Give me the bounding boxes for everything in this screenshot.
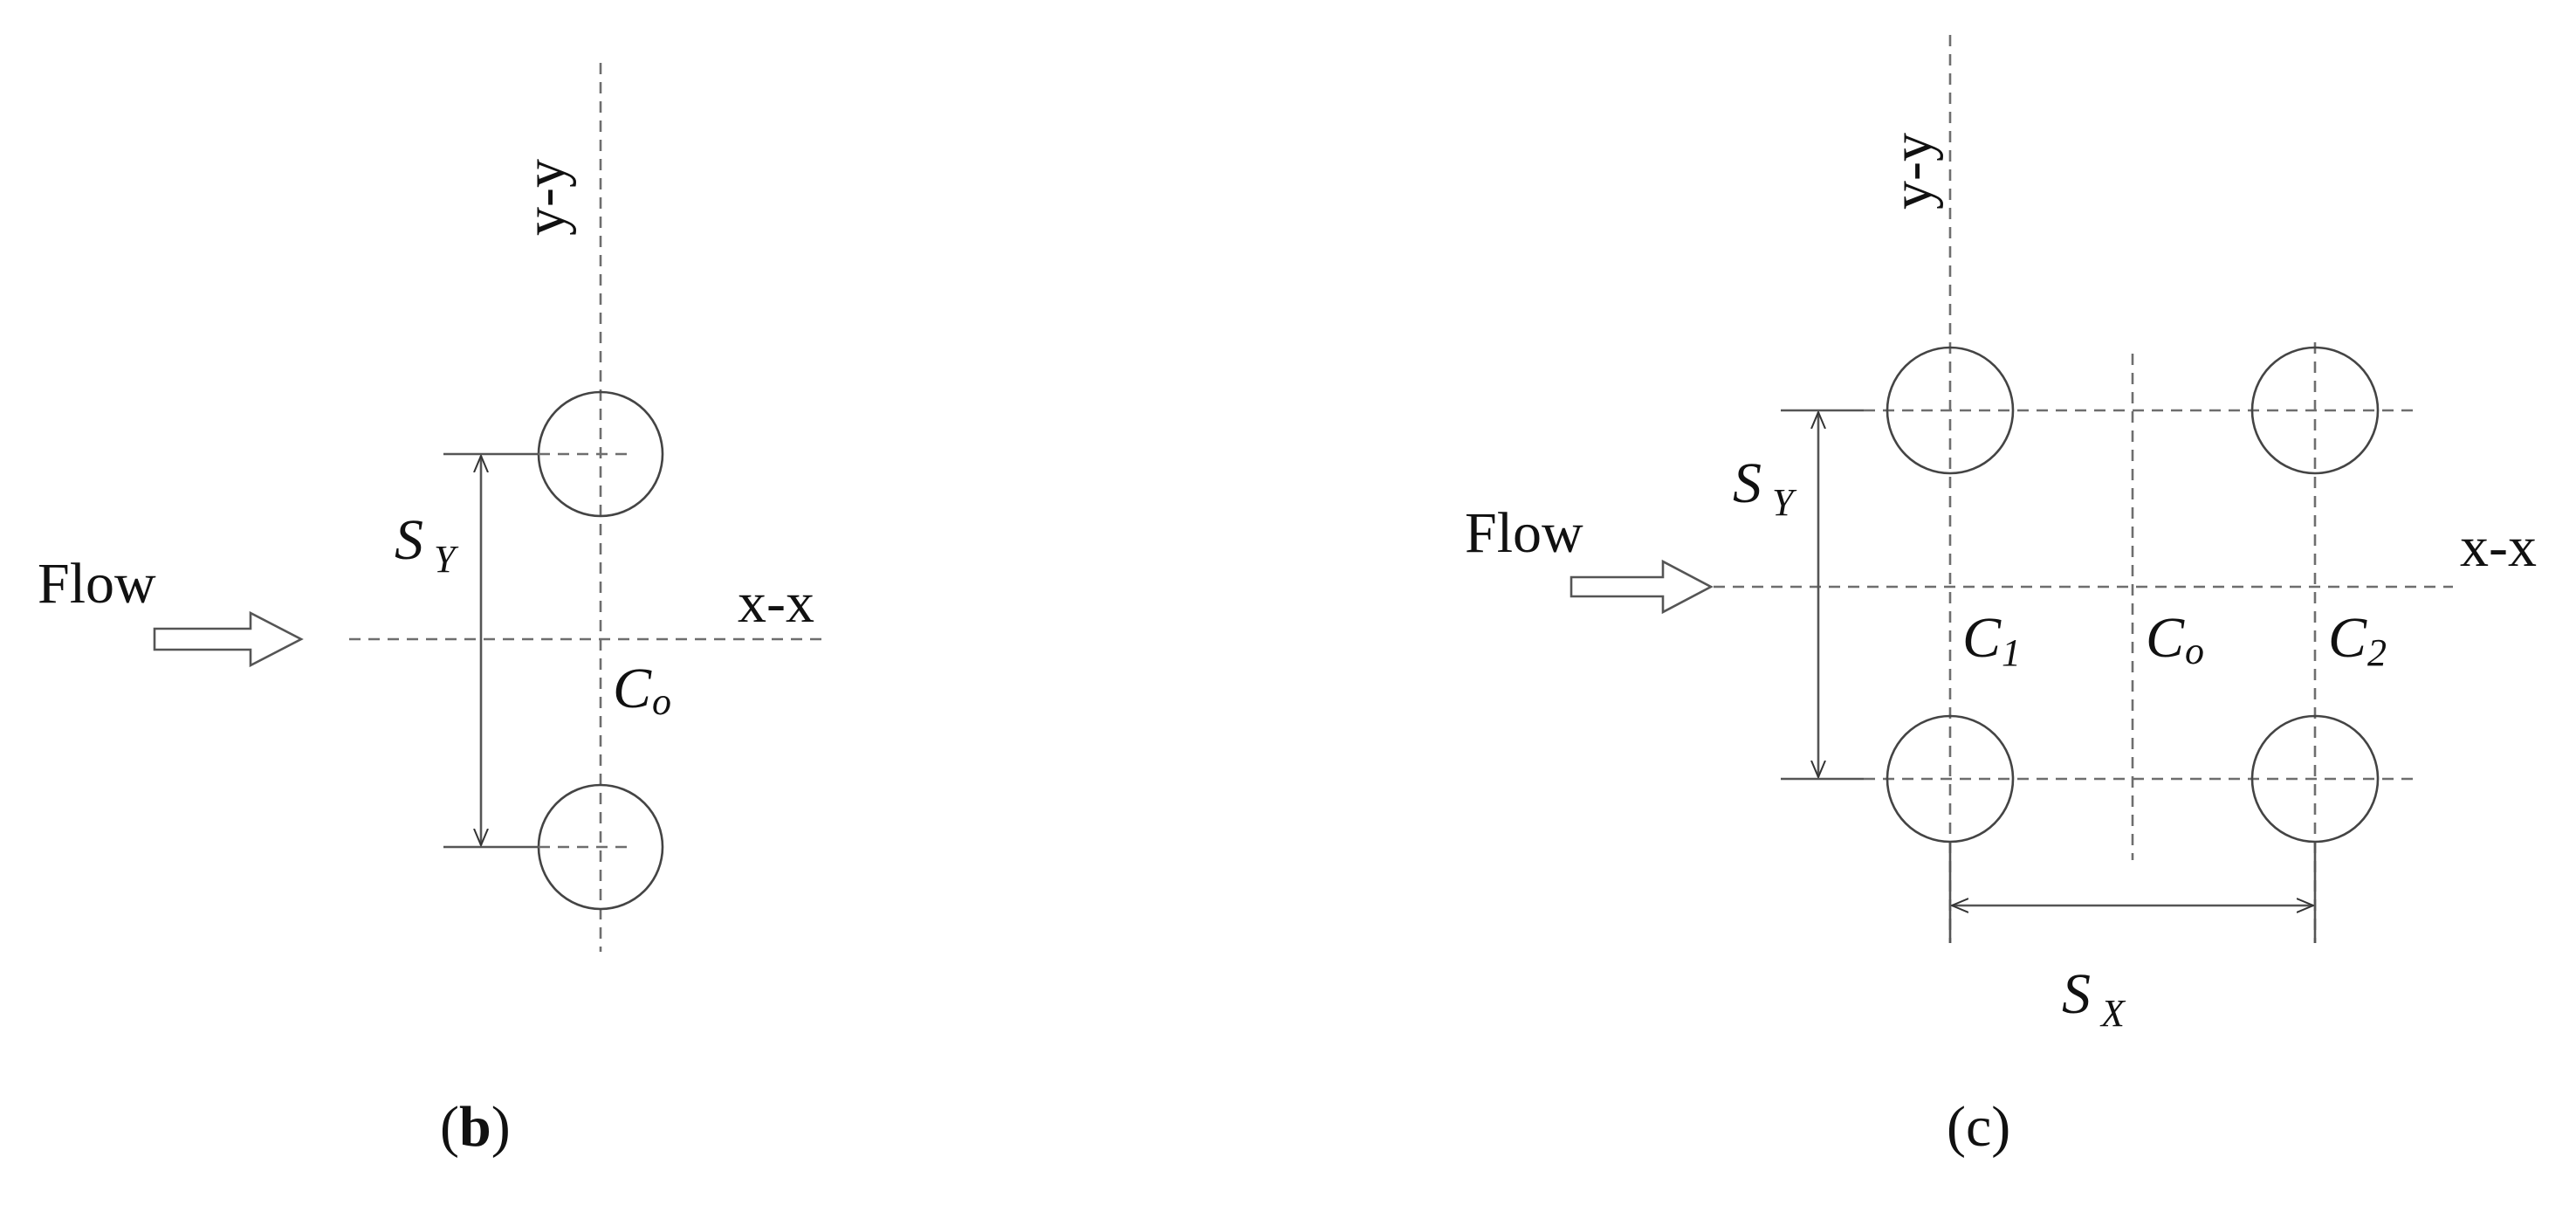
panel-b-y-axis-label: y-y	[513, 159, 577, 236]
panel-c-y-axis-label: y-y	[1880, 133, 1944, 210]
panel-c-c1-label: C1	[1962, 606, 2021, 674]
panel-b-flow-label: Flow	[38, 552, 156, 616]
panel-b-center-label: Co	[613, 657, 671, 723]
panel-b-x-axis-label: x-x	[738, 571, 814, 635]
panel-c-cylinder-bottom-right	[2250, 714, 2380, 844]
panel-b-flow-arrow-icon	[153, 610, 304, 668]
panel-c-c2-label: C2	[2328, 606, 2387, 674]
panel-c-x-axis-label: x-x	[2460, 515, 2537, 579]
panel-c-cylinder-top-left	[1886, 346, 2015, 475]
panel-c-flow-label: Flow	[1465, 501, 1583, 565]
panel-b-caption: (b)	[440, 1095, 511, 1159]
panel-c-caption: (c)	[1947, 1095, 2010, 1159]
panel-c-flow-arrow-icon	[1570, 559, 1714, 615]
panel-c-cylinder-top-right	[2250, 346, 2380, 475]
panel-c-co-label: Co	[2146, 606, 2204, 672]
panel-c-cylinder-bottom-left	[1886, 714, 2015, 844]
